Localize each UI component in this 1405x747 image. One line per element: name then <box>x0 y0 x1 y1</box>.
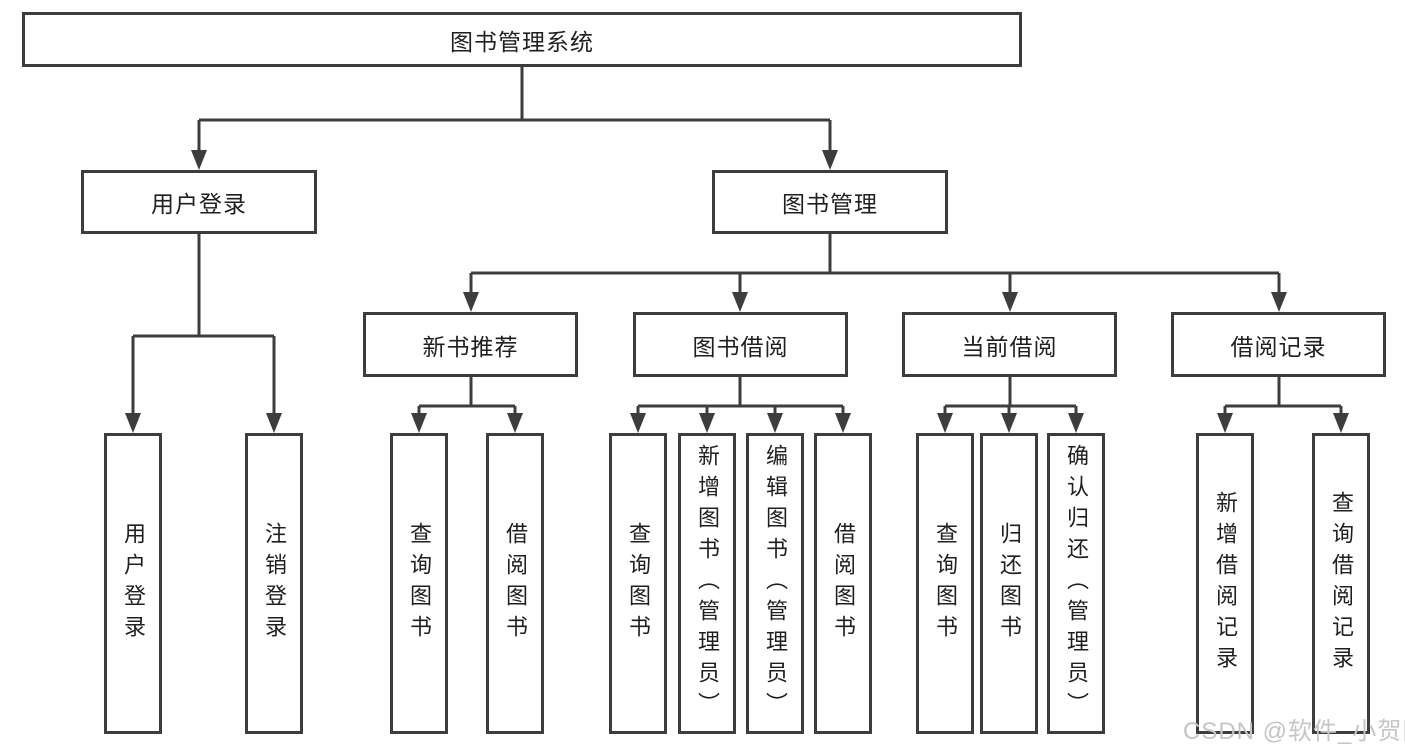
leaf-borrow-book-recommend: 借阅图书 <box>486 433 544 734</box>
node-library-management-system: 图书管理系统 <box>22 12 1022 67</box>
node-borrowing-records: 借阅记录 <box>1171 312 1386 377</box>
leaf-borrow-book-borrowing: 借阅图书 <box>814 433 872 734</box>
csdn-watermark: CSDN @软件_小贺同学 <box>1183 718 1405 745</box>
node-user-login: 用户登录 <box>81 170 317 234</box>
leaf-query-book-borrowing: 查询图书 <box>609 433 667 734</box>
leaf-user-login: 用户登录 <box>104 433 162 734</box>
node-book-management: 图书管理 <box>712 170 948 234</box>
leaf-logout: 注销登录 <box>245 433 303 734</box>
leaf-query-borrow-record: 查询借阅记录 <box>1312 433 1370 734</box>
node-current-borrowing: 当前借阅 <box>902 312 1117 377</box>
leaf-add-borrow-record: 新增借阅记录 <box>1196 433 1254 734</box>
leaf-confirm-return-admin: 确认归还（管理员） <box>1047 433 1105 734</box>
leaf-add-book-admin: 新增图书（管理员） <box>678 433 736 734</box>
node-new-book-recommendation: 新书推荐 <box>363 312 578 377</box>
leaf-query-book-current: 查询图书 <box>916 433 974 734</box>
node-book-borrowing: 图书借阅 <box>633 312 848 377</box>
connector-path <box>131 67 1343 419</box>
leaf-return-book: 归还图书 <box>980 433 1038 734</box>
leaf-query-book-recommend: 查询图书 <box>390 433 448 734</box>
leaf-edit-book-admin: 编辑图书（管理员） <box>746 433 804 734</box>
